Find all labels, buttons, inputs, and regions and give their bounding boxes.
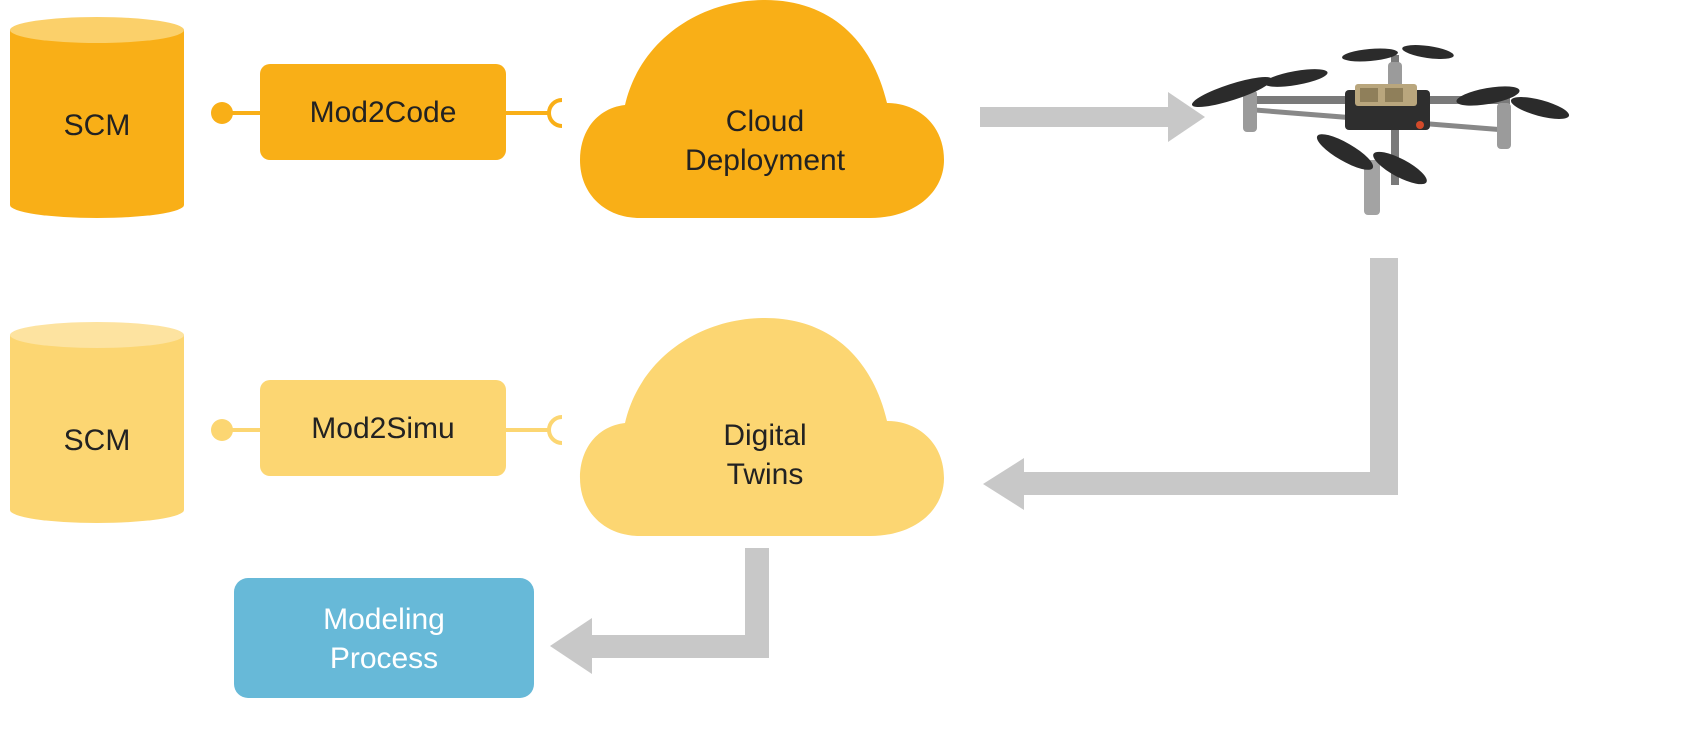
arrow-cloud-to-drone: [980, 92, 1205, 142]
modeling-process-label: Modeling Process: [323, 603, 445, 675]
scm-database-bottom: [10, 322, 184, 523]
arrow-drone-to-digital-twins: [983, 258, 1398, 510]
quadcopter-drone-icon: [1191, 45, 1570, 215]
scm-label-bottom: SCM: [63, 423, 131, 457]
cloud-deployment-label: Cloud Deployment: [684, 105, 846, 177]
mod2code-label: Mod2Code: [309, 95, 457, 129]
digital-twins-label: Digital Twins: [723, 419, 807, 491]
mod2simu-label: Mod2Simu: [311, 411, 455, 445]
mod2simu-component: [260, 380, 506, 476]
arrow-digital-twins-to-modeling: [550, 548, 769, 674]
provided-interface-connector-bottom: [211, 419, 262, 441]
cloud-deployment-shape: [580, 0, 944, 218]
modeling-process-box: [234, 578, 534, 698]
required-interface-connector-bottom: [506, 415, 563, 445]
scm-label-top: SCM: [63, 108, 131, 142]
required-interface-connector-top: [506, 98, 563, 128]
provided-interface-connector-top: [211, 102, 262, 124]
digital-twins-cloud-shape: [580, 318, 944, 536]
scm-database-top: [10, 17, 184, 218]
mod2code-component: [260, 64, 506, 160]
